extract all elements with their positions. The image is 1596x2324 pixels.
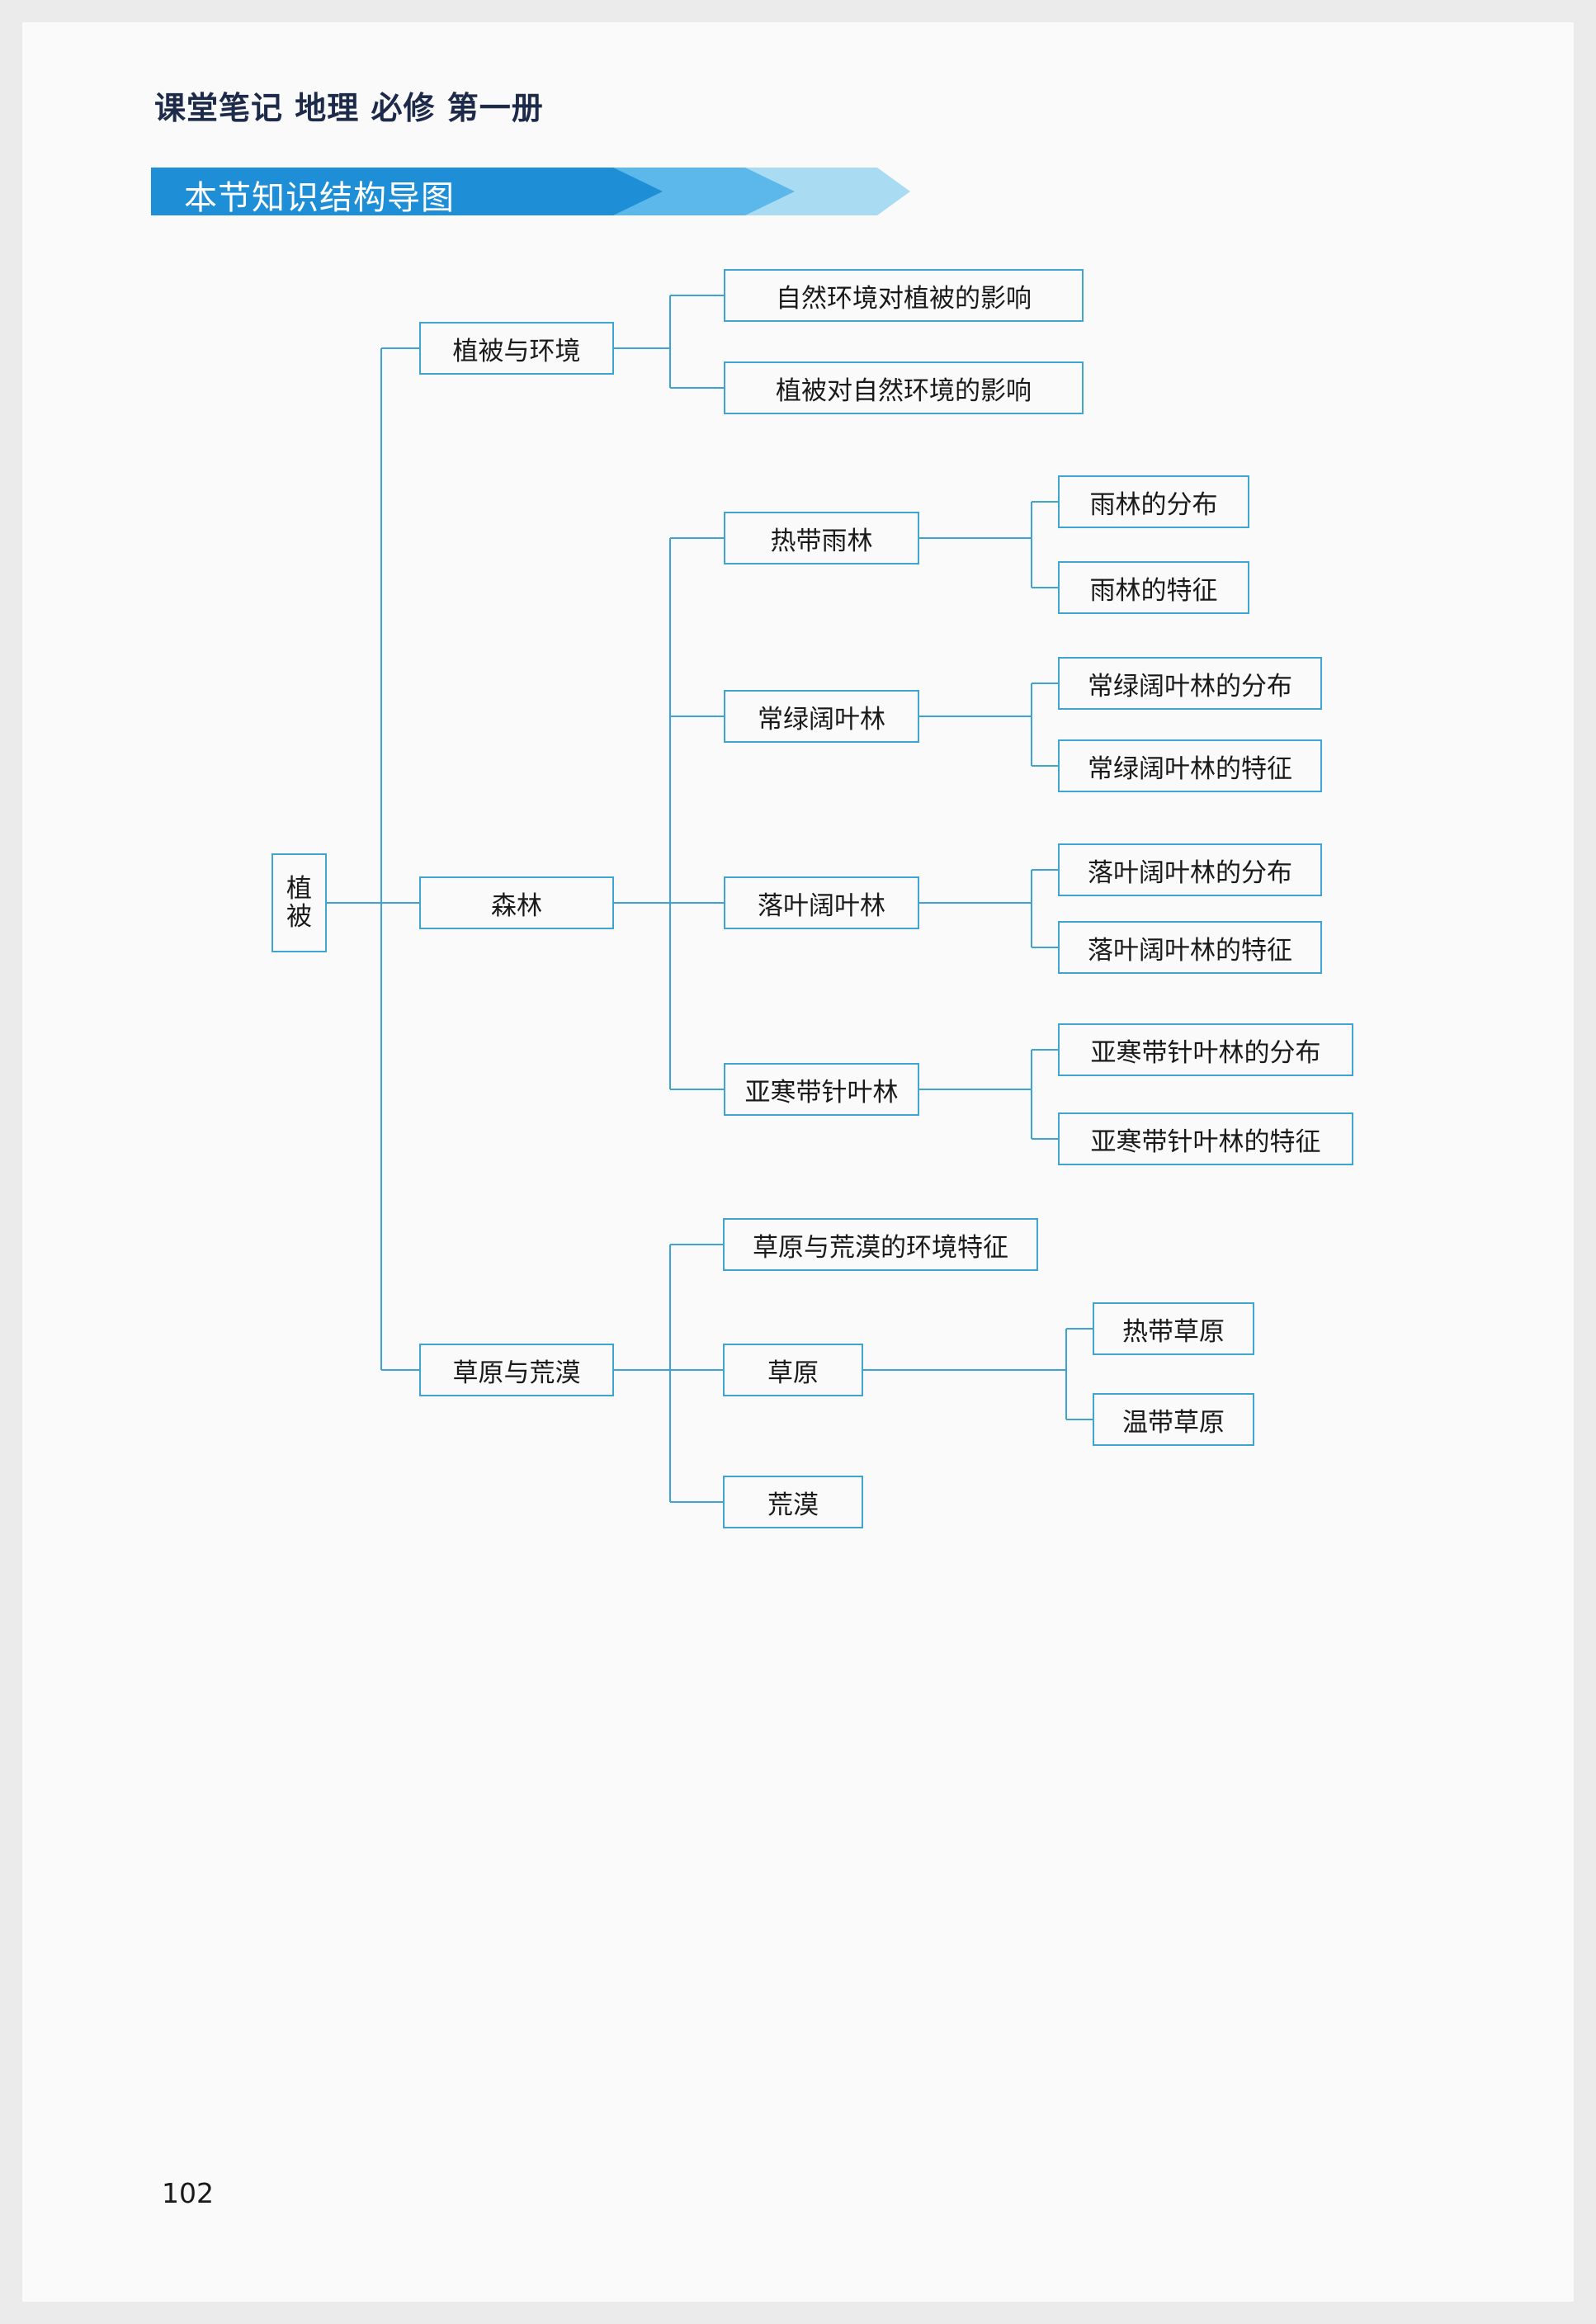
node-forest: 森林 <box>419 876 614 929</box>
node-vegetation-effect-on-env: 植被对自然环境的影响 <box>724 361 1084 414</box>
node-grassland-desert-env-features: 草原与荒漠的环境特征 <box>723 1218 1038 1271</box>
root-char-2: 被 <box>286 902 312 932</box>
node-evergreen-broadleaf: 常绿阔叶林 <box>724 690 919 743</box>
node-desert: 荒漠 <box>723 1476 863 1528</box>
node-coniferous-distribution: 亚寒带针叶林的分布 <box>1058 1023 1353 1076</box>
node-temperate-grassland: 温带草原 <box>1093 1393 1254 1446</box>
banner-title: 本节知识结构导图 <box>184 179 455 217</box>
node-rainforest-features: 雨林的特征 <box>1058 561 1249 614</box>
node-grassland: 草原 <box>723 1344 863 1396</box>
page-number: 102 <box>162 2177 214 2209</box>
node-deciduous-features: 落叶阔叶林的特征 <box>1058 921 1322 974</box>
node-env-effect-on-vegetation: 自然环境对植被的影响 <box>724 269 1084 322</box>
node-subarctic-coniferous: 亚寒带针叶林 <box>724 1063 919 1116</box>
node-coniferous-features: 亚寒带针叶林的特征 <box>1058 1112 1353 1165</box>
banner-arrows-graphic <box>151 168 910 215</box>
root-node-vegetation: 植 被 <box>272 853 327 952</box>
node-rainforest-distribution: 雨林的分布 <box>1058 475 1249 528</box>
node-deciduous-distribution: 落叶阔叶林的分布 <box>1058 843 1322 896</box>
node-evergreen-distribution: 常绿阔叶林的分布 <box>1058 657 1322 710</box>
root-char-1: 植 <box>286 874 312 904</box>
node-grassland-desert: 草原与荒漠 <box>419 1344 614 1396</box>
node-deciduous-broadleaf: 落叶阔叶林 <box>724 876 919 929</box>
node-tropical-grassland: 热带草原 <box>1093 1302 1254 1355</box>
node-evergreen-features: 常绿阔叶林的特征 <box>1058 739 1322 792</box>
book-header-title: 课堂笔记 地理 必修 第一册 <box>154 90 544 126</box>
node-vegetation-environment: 植被与环境 <box>419 322 614 375</box>
section-banner: 本节知识结构导图 <box>151 168 918 217</box>
node-tropical-rainforest: 热带雨林 <box>724 512 919 564</box>
